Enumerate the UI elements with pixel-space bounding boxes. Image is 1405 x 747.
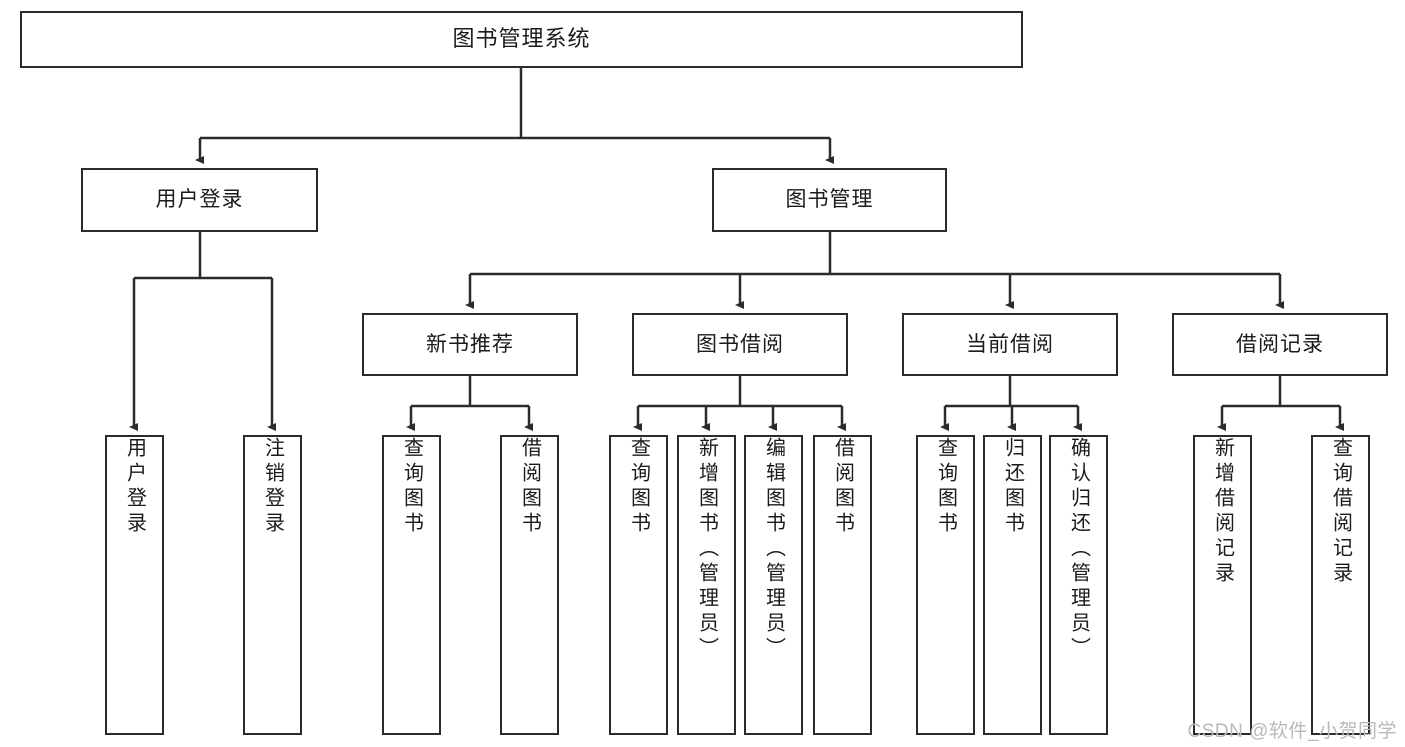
node-user-login[interactable]: 用户登录 — [81, 168, 318, 232]
node-leaf-borrow-book-1[interactable]: 借阅图书 — [500, 435, 559, 735]
node-leaf-add-record[interactable]: 新增借阅记录 — [1193, 435, 1252, 735]
node-leaf-query-book-2[interactable]: 查询图书 — [609, 435, 668, 735]
node-current-borrow[interactable]: 当前借阅 — [902, 313, 1118, 376]
node-leaf-query-book-3[interactable]: 查询图书 — [916, 435, 975, 735]
node-leaf-logout-login[interactable]: 注销登录 — [243, 435, 302, 735]
node-leaf-logout-login-label: 注销登录 — [261, 437, 284, 537]
node-book-borrow-label: 图书借阅 — [696, 332, 784, 356]
node-leaf-query-book-1[interactable]: 查询图书 — [382, 435, 441, 735]
node-leaf-borrow-book-2-label: 借阅图书 — [831, 437, 854, 537]
node-borrow-record[interactable]: 借阅记录 — [1172, 313, 1388, 376]
node-borrow-record-label: 借阅记录 — [1236, 332, 1324, 356]
node-leaf-user-login-label: 用户登录 — [123, 437, 146, 537]
node-leaf-borrow-book-1-label: 借阅图书 — [518, 437, 541, 537]
node-user-login-label: 用户登录 — [155, 188, 244, 212]
node-leaf-query-record-label: 查询借阅记录 — [1329, 437, 1352, 587]
node-root-system[interactable]: 图书管理系统 — [20, 11, 1023, 68]
csdn-watermark: CSDN @软件_小贺同学 — [1187, 721, 1397, 742]
node-book-manage-label: 图书管理 — [785, 188, 874, 212]
node-book-manage[interactable]: 图书管理 — [712, 168, 947, 232]
node-leaf-edit-book[interactable]: 编辑图书（管理员） — [744, 435, 803, 735]
node-leaf-return-book-label: 归还图书 — [1001, 437, 1024, 537]
node-leaf-query-book-2-label: 查询图书 — [627, 437, 650, 537]
node-leaf-query-book-1-label: 查询图书 — [400, 437, 423, 537]
node-leaf-edit-book-label: 编辑图书（管理员） — [762, 437, 785, 662]
node-leaf-query-book-3-label: 查询图书 — [934, 437, 957, 537]
node-leaf-borrow-book-2[interactable]: 借阅图书 — [813, 435, 872, 735]
node-root-label: 图书管理系统 — [452, 26, 591, 52]
node-leaf-add-book-label: 新增图书（管理员） — [695, 437, 718, 662]
node-current-borrow-label: 当前借阅 — [966, 332, 1054, 356]
node-leaf-query-record[interactable]: 查询借阅记录 — [1311, 435, 1370, 735]
node-leaf-confirm-return[interactable]: 确认归还（管理员） — [1049, 435, 1108, 735]
node-leaf-user-login[interactable]: 用户登录 — [105, 435, 164, 735]
node-new-book-recommend[interactable]: 新书推荐 — [362, 313, 578, 376]
node-new-book-recommend-label: 新书推荐 — [426, 332, 514, 356]
node-leaf-confirm-return-label: 确认归还（管理员） — [1067, 437, 1090, 662]
node-leaf-add-book[interactable]: 新增图书（管理员） — [677, 435, 736, 735]
node-book-borrow[interactable]: 图书借阅 — [632, 313, 848, 376]
node-leaf-add-record-label: 新增借阅记录 — [1211, 437, 1234, 587]
node-leaf-return-book[interactable]: 归还图书 — [983, 435, 1042, 735]
